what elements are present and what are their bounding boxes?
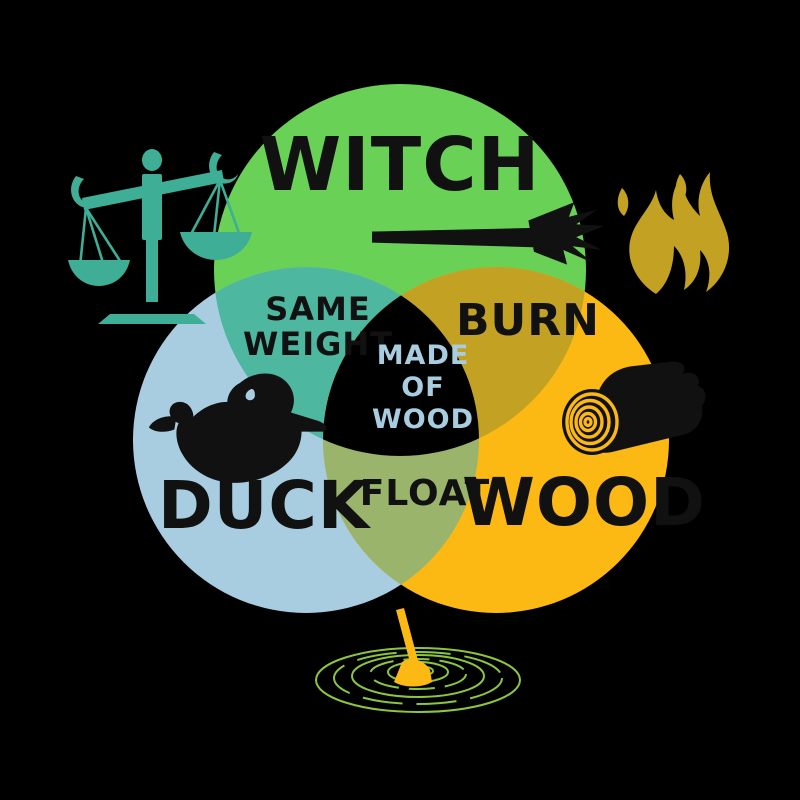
set-label-duck: DUCK xyxy=(158,467,372,544)
intersection-label-made-of-wood: MADE OF WOOD xyxy=(372,340,474,435)
intersection-label-float: FLOAT xyxy=(360,473,491,514)
log-icon xyxy=(562,361,706,455)
balance-scale-icon xyxy=(68,149,252,324)
flame-icon xyxy=(617,172,730,294)
intersection-label-burn: BURN xyxy=(456,295,600,346)
svg-text:WEIGHT: WEIGHT xyxy=(243,325,393,363)
intersection-label-same-weight: SAME WEIGHT xyxy=(243,290,393,363)
duck-icon xyxy=(148,373,327,483)
floating-object xyxy=(396,608,420,670)
water-ripple-icon xyxy=(315,608,521,713)
svg-text:WOOD: WOOD xyxy=(372,404,474,435)
svg-text:MADE: MADE xyxy=(377,340,470,371)
set-label-wood: WOOD xyxy=(462,464,706,541)
intersection-all-three[interactable] xyxy=(323,267,669,613)
log-rings xyxy=(565,392,619,452)
svg-text:SAME: SAME xyxy=(265,290,371,328)
set-label-witch: WITCH xyxy=(260,122,541,208)
svg-text:OF: OF xyxy=(401,372,444,403)
